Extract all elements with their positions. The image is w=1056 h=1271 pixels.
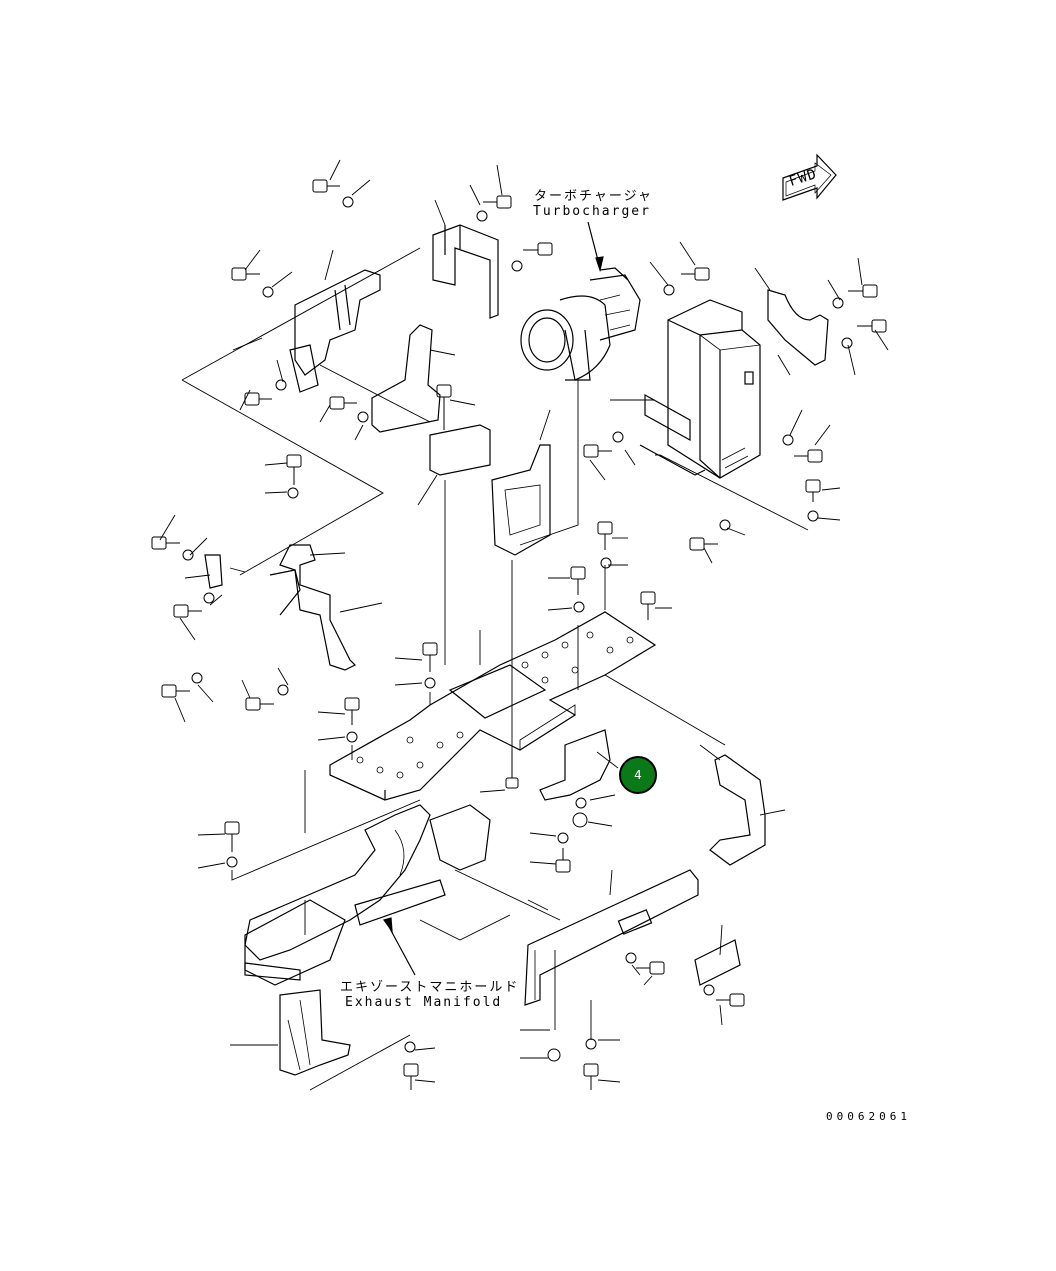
assembly-lines — [181, 247, 809, 1091]
leader-lines — [159, 159, 889, 1083]
middle-brackets — [371, 324, 551, 556]
turbocharger — [520, 267, 641, 381]
right-l-bracket — [709, 754, 766, 866]
exhaust-manifold-label-jp: エキゾーストマニホールド — [340, 980, 520, 995]
exhaust-manifold — [244, 804, 491, 986]
curved-bracket — [767, 289, 829, 366]
drawing-number: 00062061 — [826, 1110, 911, 1123]
turbocharger-label-en: Turbocharger — [533, 204, 651, 219]
base-plate — [329, 611, 657, 801]
upper-left-brackets — [289, 224, 499, 393]
callout-4-number: 4 — [634, 768, 642, 782]
callout-4[interactable]: 4 — [619, 756, 657, 794]
fwd-arrow-icon — [782, 153, 837, 201]
bolts — [151, 179, 887, 1090]
washers — [182, 196, 853, 1062]
left-mount-bracket — [204, 544, 357, 671]
center-support-bracket — [539, 729, 611, 801]
lower-plates — [279, 869, 741, 1076]
heat-shield-box — [639, 299, 761, 479]
turbocharger-label-jp: ターボチャージャ — [534, 189, 653, 204]
exhaust-manifold-label-en: Exhaust Manifold — [345, 995, 503, 1010]
